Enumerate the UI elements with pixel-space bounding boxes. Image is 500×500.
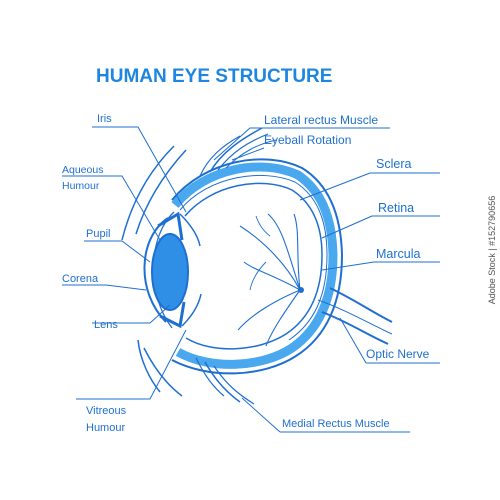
blood-vessel xyxy=(255,215,271,237)
muscle-strand xyxy=(209,127,263,173)
optic-nerve-lower xyxy=(321,311,389,345)
label-lens: Lens xyxy=(94,319,118,331)
blood-vessel xyxy=(267,213,301,291)
watermark-strip: Adobe Stock | #152790656 xyxy=(484,0,500,500)
muscle-strand xyxy=(217,133,269,171)
eyeball xyxy=(121,127,393,405)
lens-shape xyxy=(151,233,189,311)
leader-vitreous xyxy=(76,329,187,400)
upper-eyelid xyxy=(121,145,175,241)
optic-nerve-upper xyxy=(329,287,393,323)
leader-lateral xyxy=(213,127,264,161)
blood-vessel xyxy=(249,261,267,291)
label-retina: Retina xyxy=(378,201,414,215)
leader-corena xyxy=(62,284,147,291)
leader-sclera xyxy=(299,172,440,201)
iris-upper xyxy=(157,211,184,241)
label-pupil: Pupil xyxy=(86,228,110,240)
label-lateral-rectus: Lateral rectus Muscle xyxy=(264,113,378,127)
choroid-outline xyxy=(179,174,328,341)
label-medial-rectus: Medial Rectus Muscle xyxy=(282,418,390,430)
iris-lower xyxy=(159,301,186,329)
leader-marcula xyxy=(321,261,440,271)
label-vitreous-1: Vitreous xyxy=(86,405,127,417)
leader-eyeball xyxy=(231,147,265,161)
leader-iris xyxy=(92,126,187,213)
sclera-band xyxy=(171,162,338,369)
leader-medial xyxy=(241,397,410,433)
label-corena: Corena xyxy=(62,273,99,285)
leader-aqueous xyxy=(62,175,161,241)
muscle-strand xyxy=(213,365,255,405)
sclera-outline xyxy=(171,158,344,375)
ciliary-upper xyxy=(179,213,201,247)
optic-disc xyxy=(298,287,304,293)
muscle-strand xyxy=(204,361,241,403)
label-vitreous-2: Humour xyxy=(86,422,125,434)
label-iris: Iris xyxy=(97,113,112,125)
label-aqueous-1: Aqueous xyxy=(62,164,103,176)
muscle-strand xyxy=(225,139,277,169)
diagram-title: HUMAN EYE STRUCTURE xyxy=(96,66,332,87)
leader-retina xyxy=(321,215,440,239)
blood-vessel xyxy=(293,213,301,291)
leader-lens xyxy=(92,304,171,324)
blood-vessel xyxy=(265,289,301,347)
label-aqueous-2: Humour xyxy=(62,180,100,192)
blood-vessel xyxy=(243,261,301,291)
watermark-text: Adobe Stock | #152790656 xyxy=(487,195,497,305)
retina-outline xyxy=(184,182,323,350)
label-marcula: Marcula xyxy=(376,247,421,261)
blood-vessel xyxy=(237,289,301,331)
muscle-strand xyxy=(195,357,225,397)
leader-optic xyxy=(339,317,440,364)
ciliary-lower xyxy=(181,293,202,327)
upper-eyelid-inner xyxy=(135,149,187,235)
label-sclera: Sclera xyxy=(376,157,411,171)
lower-eyelid-outer xyxy=(137,339,161,393)
label-eyeball-rotation: Eyeball Rotation xyxy=(264,133,351,147)
optic-nerve-mid xyxy=(317,299,393,335)
blood-vessel xyxy=(239,225,301,291)
muscle-strand xyxy=(199,135,241,177)
label-optic-nerve: Optic Nerve xyxy=(366,347,430,361)
leader-pupil xyxy=(84,240,151,263)
lower-eyelid xyxy=(143,347,183,397)
leader-lines xyxy=(62,126,440,433)
